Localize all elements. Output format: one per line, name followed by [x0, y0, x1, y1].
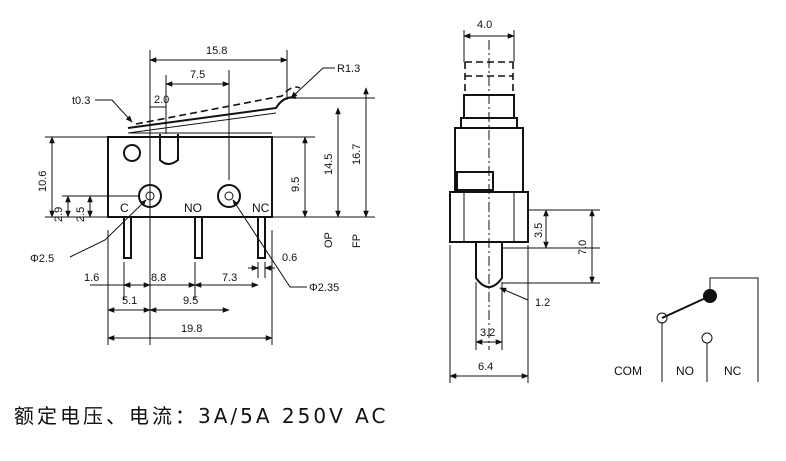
dim-1-2: 1.2 — [535, 297, 550, 309]
dim-9-5-v: 9.5 — [290, 177, 302, 192]
ext-lines-front-h — [45, 97, 375, 218]
dim-t0-3: t0.3 — [72, 95, 90, 107]
dim-14-5: 14.5 — [323, 154, 335, 175]
mounting-hole-top — [123, 144, 141, 162]
pin-no — [194, 217, 203, 259]
dim-r1-3: R1.3 — [337, 63, 360, 75]
rating-text: 额定电压、电流：3A/5A 250V AC — [14, 404, 389, 428]
dim-10-6: 10.6 — [37, 171, 49, 192]
side-body-inner — [463, 192, 515, 242]
terminal-label-nc: NC — [252, 201, 270, 215]
leader-phi2-35 — [232, 199, 307, 288]
pin-c — [123, 217, 132, 259]
dim-7-3: 7.3 — [222, 272, 237, 284]
ext-lines-side — [449, 30, 600, 383]
leader-t0-3 — [95, 99, 133, 123]
schematic-com-node — [656, 312, 668, 324]
lever-free-position — [135, 86, 301, 125]
leader-1-2 — [499, 287, 529, 301]
schematic-no-node — [701, 332, 713, 344]
schematic: COM NO NC — [614, 277, 759, 382]
dim-3-5: 3.5 — [533, 223, 545, 238]
terminal-label-c: C — [120, 201, 129, 215]
dim-2-0: 2.0 — [154, 94, 169, 106]
dim-15-8: 15.8 — [206, 45, 227, 57]
schematic-contact-arm — [661, 295, 711, 319]
dim-19-8: 19.8 — [181, 323, 202, 335]
dim-phi2-35: Φ2.35 — [309, 282, 339, 294]
dim-4-0: 4.0 — [477, 19, 492, 31]
label-fp: FP — [351, 234, 363, 248]
schematic-nc-contact — [703, 289, 717, 303]
dim-phi2-5: Φ2.5 — [30, 253, 54, 265]
terminal-hole-no-inner — [224, 191, 234, 201]
dim-1-6: 1.6 — [84, 272, 99, 284]
terminal-label-no: NO — [184, 201, 202, 215]
front-view: C NO NC 15.8 7.5 2.0 1.6 8.8 7.3 0.6 5.1… — [30, 45, 375, 345]
leader-r1-3 — [290, 67, 335, 99]
dim-3-2: 3.2 — [480, 327, 495, 339]
schematic-label-nc: NC — [724, 364, 742, 378]
lever-arm-inner — [127, 112, 277, 134]
schematic-label-no: NO — [676, 364, 694, 378]
dim-6-4: 6.4 — [478, 361, 493, 373]
dim-2-9: 2.9 — [53, 207, 65, 222]
side-view: 4.0 3.5 7.0 1.2 3.2 6.4 — [449, 19, 600, 383]
pin-nc — [257, 217, 266, 259]
dim-7-0: 7.0 — [577, 240, 589, 255]
dim-7-5: 7.5 — [190, 69, 205, 81]
terminal-hole-no — [217, 184, 241, 208]
leader-phi2-5 — [69, 199, 147, 258]
label-op: OP — [323, 232, 335, 248]
dim-2-5: 2.5 — [75, 207, 87, 222]
schematic-label-com: COM — [614, 364, 642, 378]
side-slot — [456, 171, 494, 191]
plunger — [159, 134, 179, 165]
side-plunger-free — [464, 61, 514, 95]
dim-0-6: 0.6 — [282, 252, 297, 264]
schematic-nc-lead — [709, 277, 759, 382]
dim-8-8: 8.8 — [151, 272, 166, 284]
dim-16-7: 16.7 — [351, 144, 363, 165]
dim-9-5-h: 9.5 — [183, 295, 198, 307]
side-body-lower — [449, 191, 529, 243]
dim-5-1: 5.1 — [122, 295, 137, 307]
